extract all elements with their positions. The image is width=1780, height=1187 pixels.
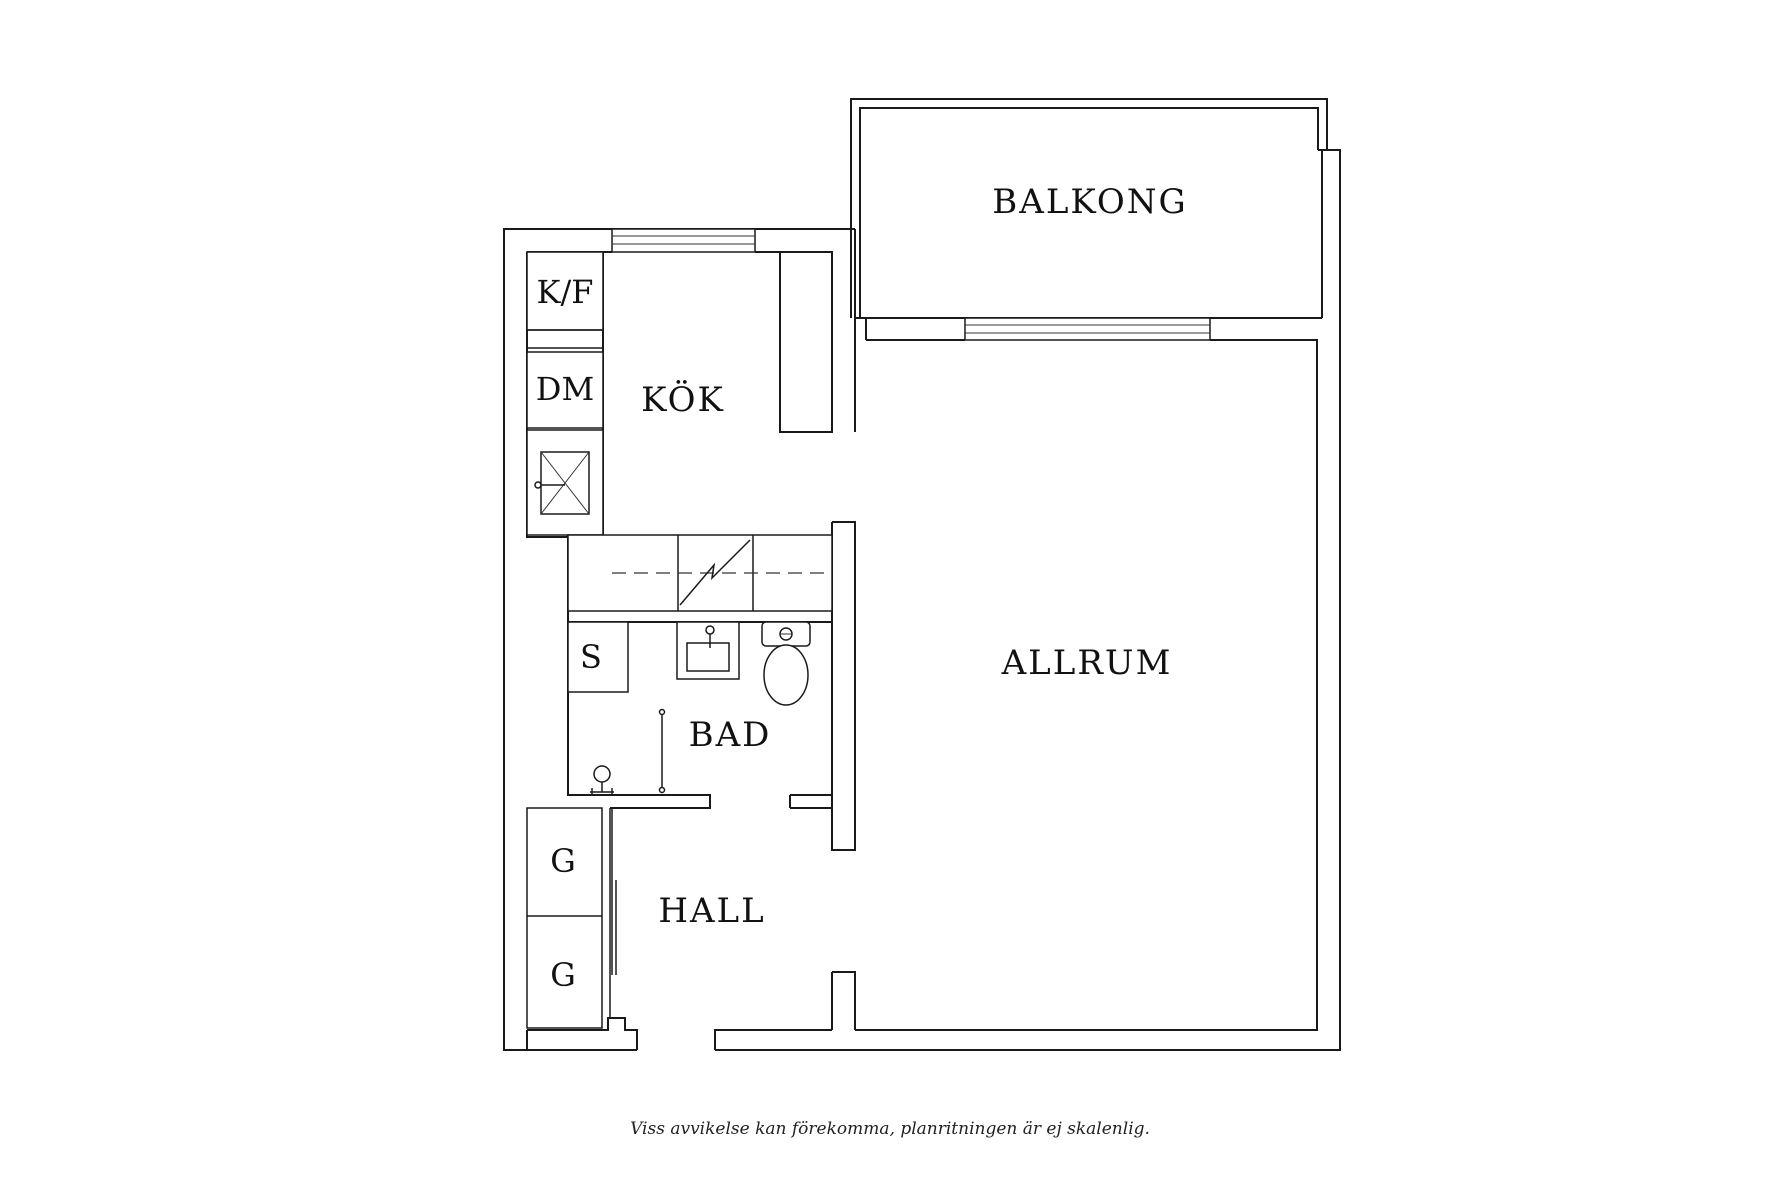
room-label-balkong: BALKONG	[992, 182, 1187, 222]
allrum-window	[964, 317, 1211, 341]
disclaimer-text: Viss avvikelse kan förekomma, planritnin…	[630, 1119, 1150, 1139]
kitchen-window	[611, 228, 756, 253]
room-label-allrum: ALLRUM	[1001, 643, 1173, 683]
fixture-label-g1: G	[550, 842, 576, 880]
bathroom	[567, 621, 833, 809]
room-label-kok: KÖK	[641, 379, 725, 420]
fixture-label-g2: G	[550, 956, 576, 994]
toilet-icon	[761, 621, 811, 706]
hall-wardrobe-row	[567, 534, 833, 612]
hall-wardrobes	[526, 807, 627, 1029]
fixture-label-dm: DM	[536, 370, 594, 408]
bad-s-cabinet	[567, 621, 629, 693]
outer-walls	[503, 149, 1341, 1051]
room-label-bad: BAD	[689, 715, 772, 755]
shower-icon	[590, 765, 614, 795]
fixture-label-kf: K/F	[537, 273, 594, 311]
fixture-label-s: S	[580, 638, 602, 676]
kitchen-counter	[526, 251, 604, 536]
room-label-hall: HALL	[658, 891, 765, 931]
